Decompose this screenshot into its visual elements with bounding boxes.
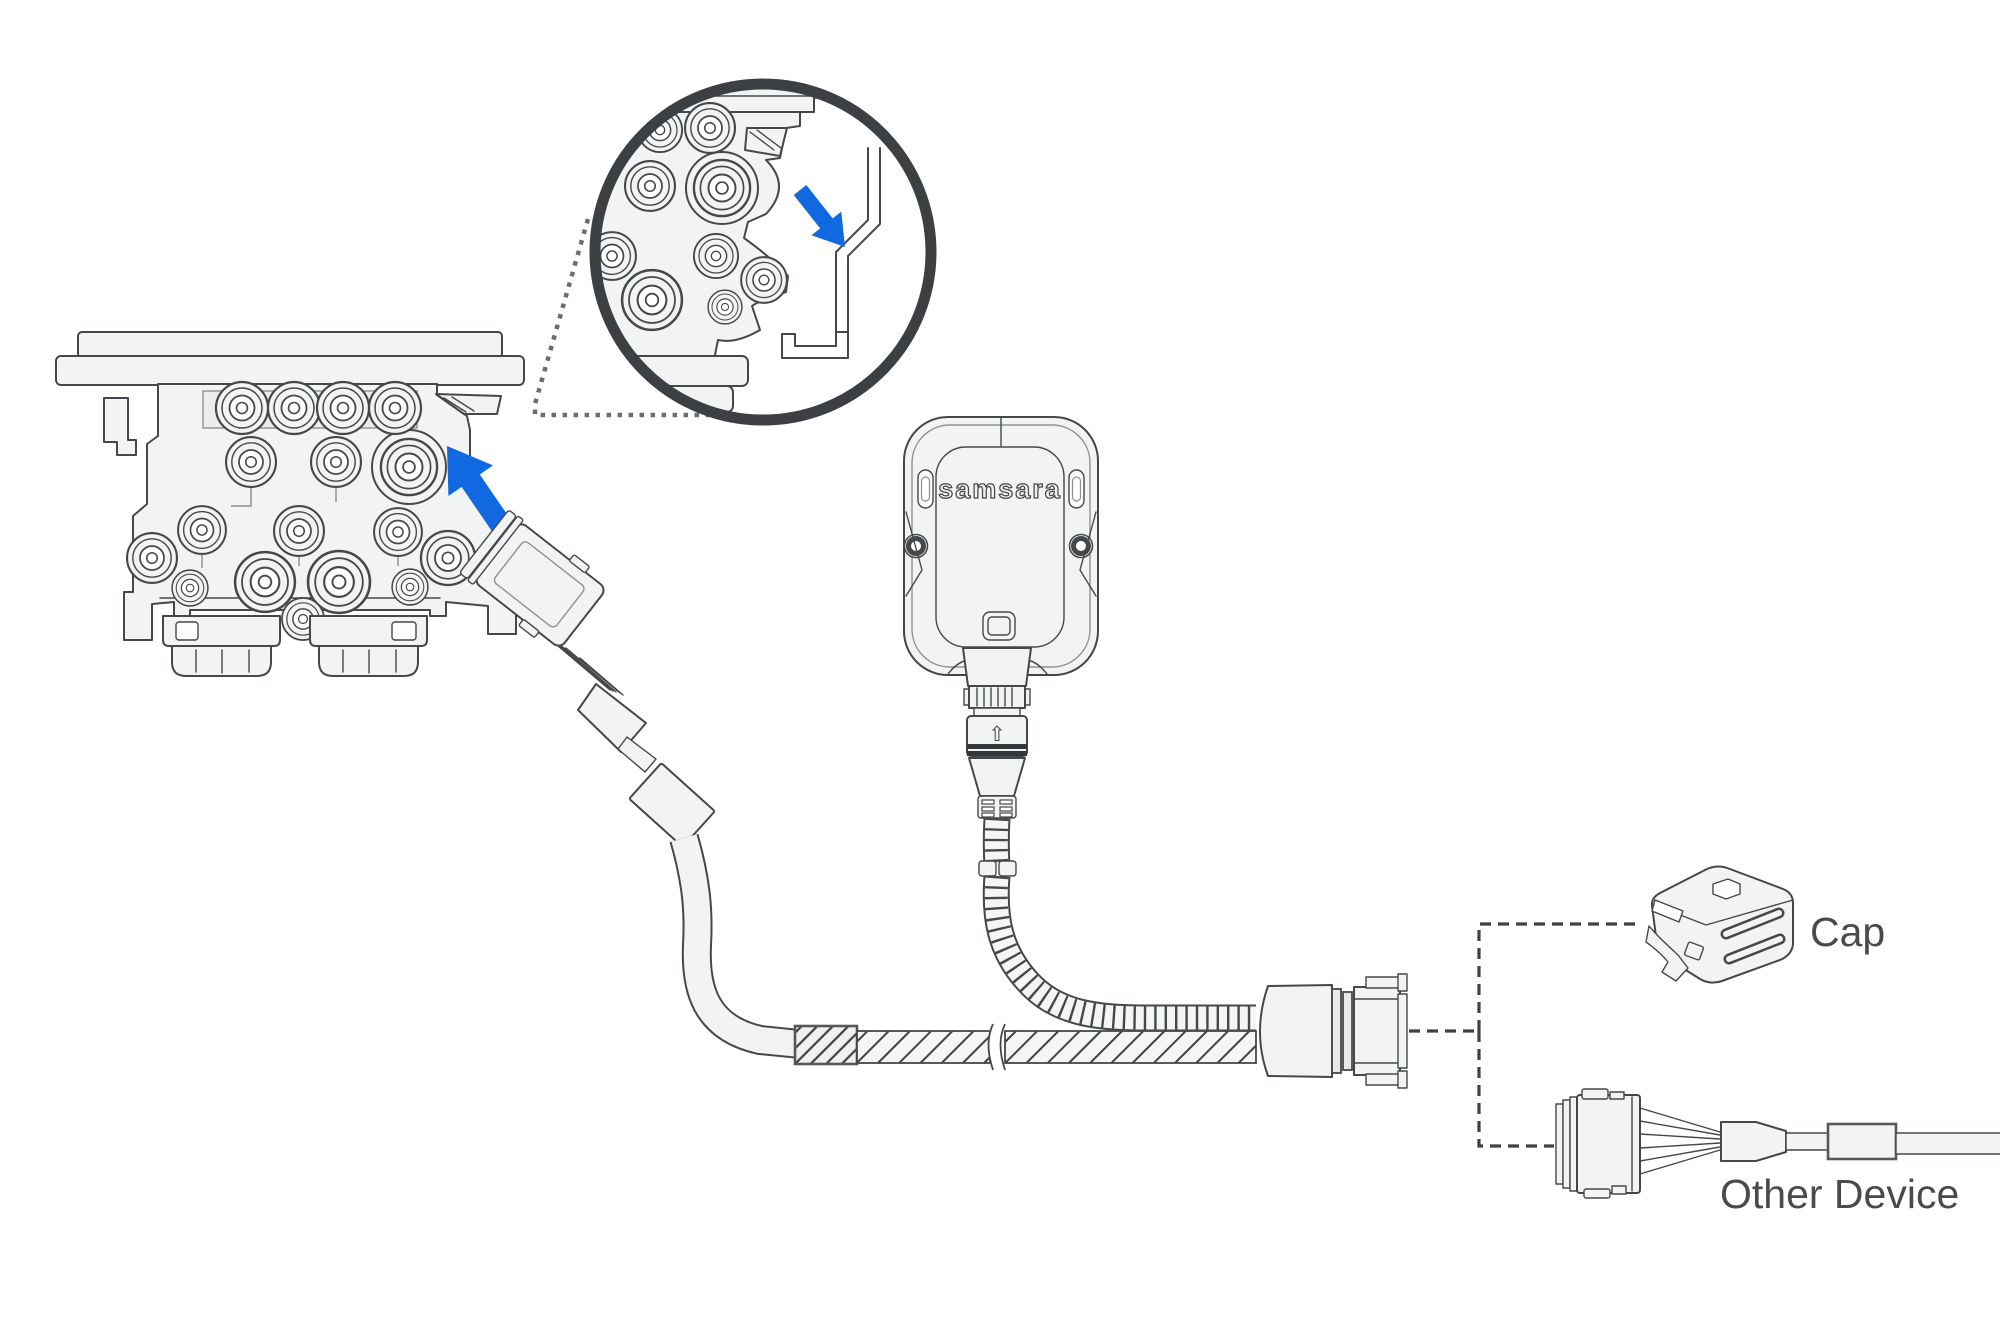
cable-clip	[978, 860, 997, 877]
conduit-break-mark	[987, 1023, 1006, 1071]
connector-band	[967, 751, 1027, 756]
port	[214, 380, 270, 436]
up-arrow-icon: ⇧	[988, 722, 1006, 746]
valve-left-cylinder	[162, 615, 281, 677]
target-port	[379, 437, 439, 497]
valve-top-plate	[77, 331, 503, 359]
cap-connector	[1645, 865, 1794, 984]
harness-connector-plug	[459, 510, 605, 647]
port	[367, 380, 423, 436]
port	[692, 232, 740, 280]
cap-face-slots	[1720, 907, 1786, 965]
valve-mounting-plate	[55, 355, 525, 386]
branch-lines	[1409, 922, 1637, 1148]
valve-left-bracket	[103, 397, 137, 456]
cap-hex-hole	[1712, 878, 1741, 900]
connector-ridge	[1569, 1096, 1578, 1192]
harness-cable	[669, 833, 802, 1059]
connector-boot	[968, 757, 1026, 797]
junction-end-cap	[1397, 993, 1408, 1069]
junction-ring	[1331, 988, 1342, 1074]
magnifier-inset	[589, 78, 937, 426]
cap-label: Cap	[1810, 909, 1885, 955]
port	[266, 380, 322, 436]
port	[683, 101, 737, 155]
port	[177, 505, 227, 555]
junction-boot	[1259, 984, 1333, 1078]
valve-harness	[459, 510, 802, 1059]
other-device-wires	[1639, 1107, 1721, 1175]
other-device-neck	[1785, 1132, 1829, 1151]
junction-ring	[1342, 991, 1353, 1071]
port	[623, 159, 677, 213]
device-side-wings	[905, 511, 1097, 597]
cable-clip	[998, 860, 1017, 877]
device-left-slot	[917, 469, 934, 509]
conduit-sleeve	[793, 1024, 859, 1066]
connector-band	[967, 744, 1027, 749]
other-device-ferrule	[1826, 1122, 1898, 1161]
connector-collar	[973, 707, 1021, 717]
other-device-label: Other Device	[1720, 1171, 1959, 1217]
connector-neck	[962, 647, 1032, 687]
samsara-device: samsara ⇧	[903, 416, 1099, 819]
device-connector: ⇧	[962, 647, 1032, 819]
device-bottom-tab	[982, 611, 1016, 641]
braided-cable	[978, 817, 1256, 1032]
port	[233, 550, 297, 614]
cap-latch-tab	[1683, 941, 1705, 961]
other-device-cable	[1895, 1132, 2000, 1155]
connector-ribs	[981, 799, 1013, 818]
samsara-logo: samsara	[938, 474, 1062, 504]
inset-bracket-edge	[781, 147, 881, 359]
harness-wires	[517, 611, 624, 696]
inset-corner-wedge	[744, 127, 788, 157]
harness-boot	[577, 683, 647, 753]
port	[171, 569, 209, 607]
inset-blue-arrow-icon	[793, 185, 845, 247]
harness-neck	[617, 736, 657, 773]
port	[707, 289, 743, 325]
magnifier-ring	[589, 78, 937, 426]
port	[309, 435, 363, 489]
branch-line-to-cap	[1477, 922, 1637, 1031]
main-conduit	[793, 1023, 1257, 1071]
port	[373, 507, 423, 557]
valve-corner-wedge	[435, 393, 502, 415]
connector-top-tab	[1581, 1088, 1609, 1100]
port	[125, 531, 179, 585]
port	[620, 268, 684, 332]
junction-body	[1353, 986, 1401, 1076]
conduit-segment	[856, 1030, 991, 1064]
device-right-screw	[1068, 533, 1094, 559]
port	[224, 435, 278, 489]
branch-line-to-other-device	[1477, 1031, 1554, 1148]
port	[315, 380, 371, 436]
port	[740, 256, 788, 304]
connector-ridge	[1562, 1099, 1571, 1189]
other-device-connector	[1555, 1088, 2000, 1199]
cap-latch	[1645, 925, 1689, 982]
junction-connector	[1259, 973, 1408, 1089]
connector-bottom-tab	[1583, 1188, 1611, 1199]
brake-valve-module	[55, 331, 525, 677]
valve-pipe-traces	[201, 432, 399, 568]
cap-top-slot	[1651, 899, 1684, 923]
port	[272, 504, 326, 558]
harness-ferrule	[629, 762, 715, 848]
valve-corner-wedge-lines	[443, 396, 475, 413]
inset-target-port	[692, 158, 752, 218]
connector-housing	[1576, 1094, 1641, 1194]
device-right-slot	[1068, 469, 1085, 509]
valve-right-cylinder	[309, 615, 428, 677]
port	[391, 568, 429, 606]
conduit-segment	[1004, 1030, 1257, 1064]
other-device-boot	[1720, 1121, 1787, 1162]
connector-ridge	[1555, 1103, 1564, 1185]
